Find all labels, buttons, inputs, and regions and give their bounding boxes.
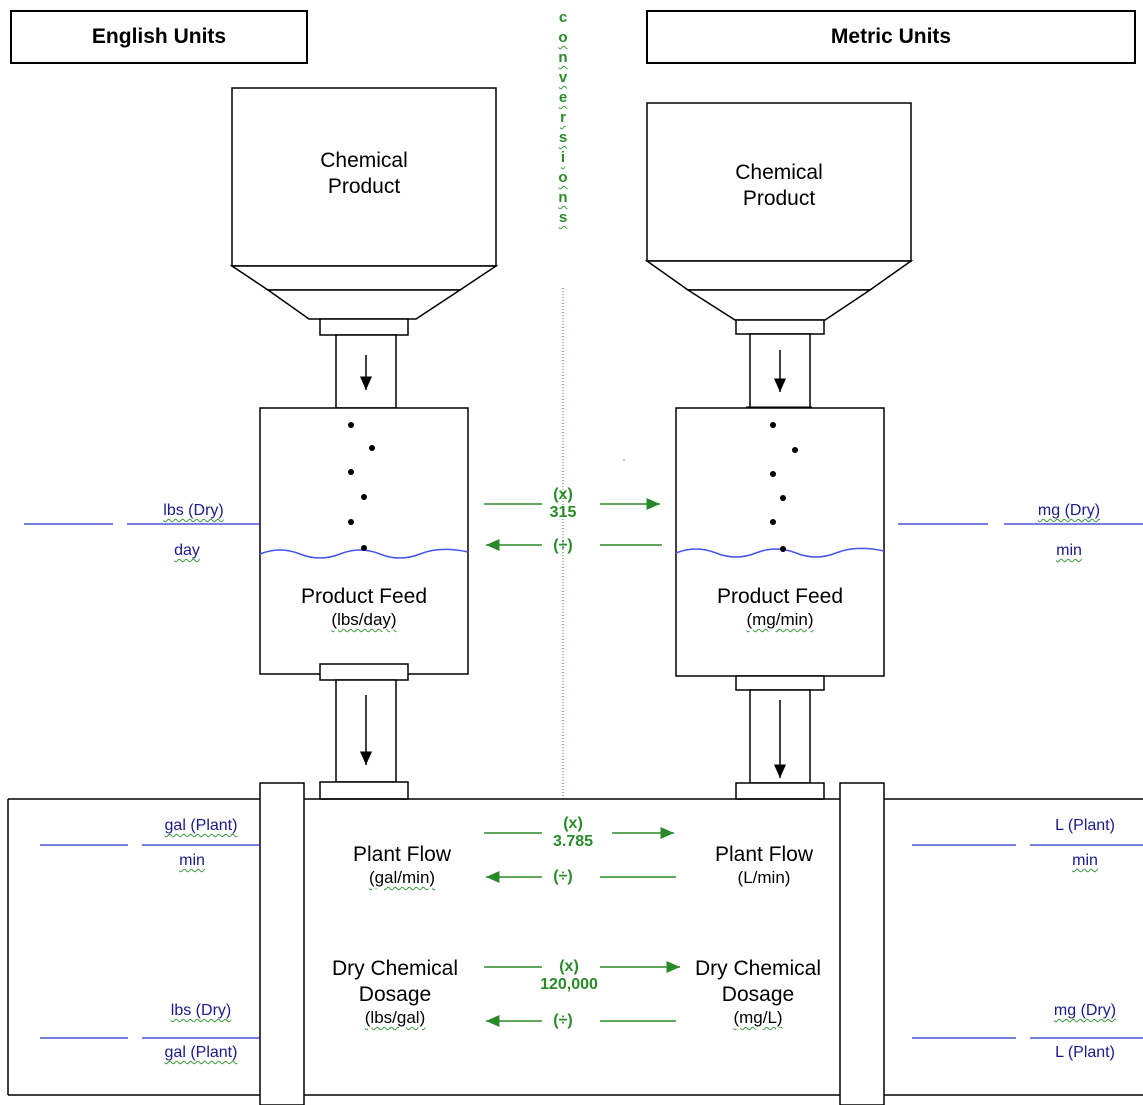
english-dosage-label: Dry Chemical Dosage (lbs/gal) xyxy=(331,957,459,1027)
flow-english-denominator: min xyxy=(179,852,205,869)
dosage-english-denominator: gal (Plant) xyxy=(164,1044,238,1061)
flow-conversion-divide: (÷) xyxy=(553,868,573,885)
metric-dosage-label: Dry Chemical Dosage (mg/L) xyxy=(694,957,822,1027)
english-feed-dots xyxy=(348,422,375,551)
pipe-flanges xyxy=(259,782,885,1105)
dosage-english-numerator: lbs (Dry) xyxy=(170,1002,232,1019)
feed-conversion-divide: (÷) xyxy=(553,537,573,554)
conversion-arrows xyxy=(484,498,680,1027)
metric-feed-tank xyxy=(675,407,885,677)
metric-liquid-surface xyxy=(675,547,885,558)
metric-flow-label: Plant Flow (L/min) xyxy=(714,843,814,887)
metric-units-header: Metric Units xyxy=(646,10,1136,64)
feed-english-denominator: day xyxy=(174,542,200,559)
feed-metric-denominator: min xyxy=(1056,542,1082,559)
conversions-vertical-label: c o n v e r s i o n s xyxy=(558,9,568,226)
metric-feed-label: Product Feed (mg/min) xyxy=(716,585,844,629)
flow-metric-numerator: L (Plant) xyxy=(1055,817,1115,834)
dosage-metric-denominator: L (Plant) xyxy=(1055,1044,1115,1061)
dosage-conversion-factor: (x)120,000 xyxy=(540,958,598,993)
feed-english-numerator: lbs (Dry) xyxy=(163,502,224,519)
dosage-conversion-divide: (÷) xyxy=(553,1012,573,1029)
flow-metric-denominator: min xyxy=(1072,852,1098,869)
english-feed-label: Product Feed (lbs/day) xyxy=(300,585,428,629)
blank-lines xyxy=(24,523,1143,1039)
feed-conversion-factor: (x)315 xyxy=(549,486,577,521)
english-liquid-surface xyxy=(259,548,469,559)
english-units-header: English Units xyxy=(10,10,308,64)
feed-metric-numerator: mg (Dry) xyxy=(1037,502,1101,519)
flow-english-numerator: gal (Plant) xyxy=(164,817,238,834)
metric-feed-dots xyxy=(770,422,798,552)
metric-hopper xyxy=(644,102,914,409)
flow-conversion-factor: (x)3.785 xyxy=(552,815,594,850)
english-feed-tank xyxy=(259,407,469,675)
english-hopper xyxy=(229,87,499,409)
plant-pipe xyxy=(7,798,1143,1096)
english-flow-label: Plant Flow (gal/min) xyxy=(352,843,452,887)
english-feed-outlet xyxy=(319,663,409,800)
dosage-metric-numerator: mg (Dry) xyxy=(1053,1002,1117,1019)
